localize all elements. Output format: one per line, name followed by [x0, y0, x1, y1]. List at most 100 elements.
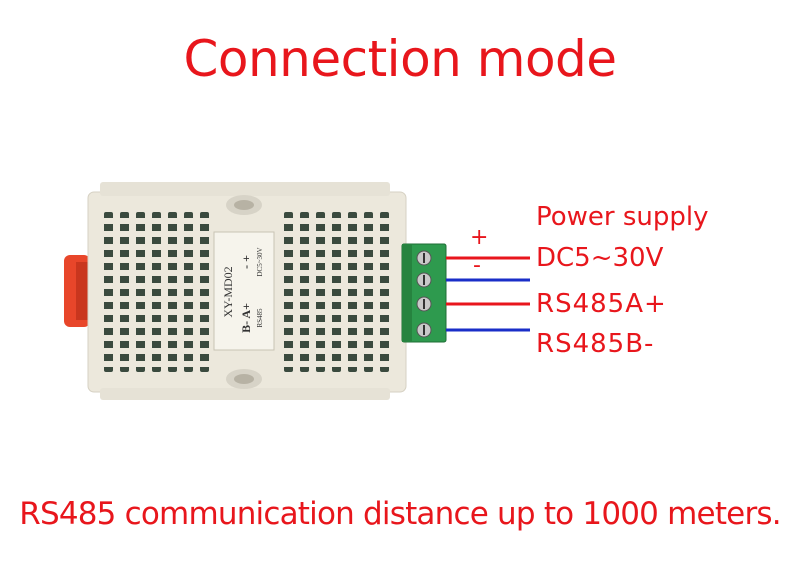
vent-rib [348, 270, 357, 276]
vent-rib [300, 296, 309, 302]
vent-rib [152, 309, 161, 315]
vent-slot [120, 212, 129, 372]
vent-rib [200, 218, 209, 224]
vent-rib [152, 218, 161, 224]
vent-rib [184, 270, 193, 276]
vent-rib [380, 244, 389, 250]
rs485b-label: RS485B- [536, 329, 654, 359]
vent-rib [168, 244, 177, 250]
vent-rib [348, 231, 357, 237]
vent-rib [332, 361, 341, 367]
vent-rib [200, 283, 209, 289]
vent-rib [284, 244, 293, 250]
vent-rib [152, 231, 161, 237]
vent-rib [380, 309, 389, 315]
vent-rib [332, 270, 341, 276]
vent-rib [168, 309, 177, 315]
vent-rib [364, 296, 373, 302]
vent-rib [364, 244, 373, 250]
vent-rib [316, 257, 325, 263]
vent-rib [168, 231, 177, 237]
vent-rib [364, 270, 373, 276]
vent-rib [300, 270, 309, 276]
vent-rib [300, 348, 309, 354]
vent-rib [332, 296, 341, 302]
vent-rib [380, 231, 389, 237]
vent-rib [316, 283, 325, 289]
vent-rib [380, 335, 389, 341]
vent-rib [184, 257, 193, 263]
vent-slot [364, 212, 373, 372]
vent-rib [136, 322, 145, 328]
vent-rib [316, 218, 325, 224]
vent-rib [104, 361, 113, 367]
vent-rib [364, 361, 373, 367]
vent-rib [364, 257, 373, 263]
vent-rib [348, 283, 357, 289]
vent-slots-right [284, 212, 389, 372]
vent-rib [300, 361, 309, 367]
vent-rib [348, 244, 357, 250]
vent-rib [168, 335, 177, 341]
vent-rib [284, 361, 293, 367]
vent-rib [300, 244, 309, 250]
vent-rib [300, 335, 309, 341]
power-supply-label: Power supply [536, 202, 709, 232]
vent-rib [104, 270, 113, 276]
vent-rib [332, 322, 341, 328]
vent-rib [380, 283, 389, 289]
svg-text:DC5~30V: DC5~30V [256, 247, 264, 276]
vent-rib [380, 270, 389, 276]
vent-rib [120, 257, 129, 263]
page-title: Connection mode [183, 30, 617, 88]
vent-rib [200, 348, 209, 354]
vent-rib [120, 270, 129, 276]
vent-rib [200, 257, 209, 263]
vent-rib [300, 322, 309, 328]
vent-rib [168, 270, 177, 276]
vent-slot [168, 212, 177, 372]
vent-rib [284, 231, 293, 237]
vent-rib [316, 296, 325, 302]
vent-rib [348, 361, 357, 367]
vent-rib [380, 257, 389, 263]
vent-slot [184, 212, 193, 372]
vent-rib [120, 309, 129, 315]
vent-rib [120, 322, 129, 328]
vent-rib [316, 361, 325, 367]
vent-rib [136, 270, 145, 276]
wires [446, 256, 530, 332]
vent-rib [136, 231, 145, 237]
vent-rib [284, 270, 293, 276]
vent-rib [152, 244, 161, 250]
svg-text:- +: - + [239, 255, 253, 269]
sensor-housing [87, 182, 407, 400]
vent-rib [152, 348, 161, 354]
vent-rib [348, 335, 357, 341]
vent-rib [136, 283, 145, 289]
vent-slot [316, 212, 325, 372]
vent-rib [316, 309, 325, 315]
vent-rib [104, 322, 113, 328]
vent-slot [200, 212, 209, 372]
vent-rib [200, 231, 209, 237]
vent-rib [136, 309, 145, 315]
vent-rib [152, 322, 161, 328]
vent-rib [104, 244, 113, 250]
vent-rib [332, 348, 341, 354]
vent-rib [104, 231, 113, 237]
vent-slot [136, 212, 145, 372]
vent-slot [332, 212, 341, 372]
vent-rib [380, 322, 389, 328]
vent-rib [316, 231, 325, 237]
vent-rib [200, 309, 209, 315]
device-dc-label: DC5~30V [256, 247, 264, 276]
vent-rib [168, 361, 177, 367]
vent-rib [168, 283, 177, 289]
vent-rib [136, 257, 145, 263]
vent-rib [104, 218, 113, 224]
vent-slot [348, 212, 357, 372]
vent-rib [284, 309, 293, 315]
vent-rib [284, 218, 293, 224]
vent-rib [332, 283, 341, 289]
